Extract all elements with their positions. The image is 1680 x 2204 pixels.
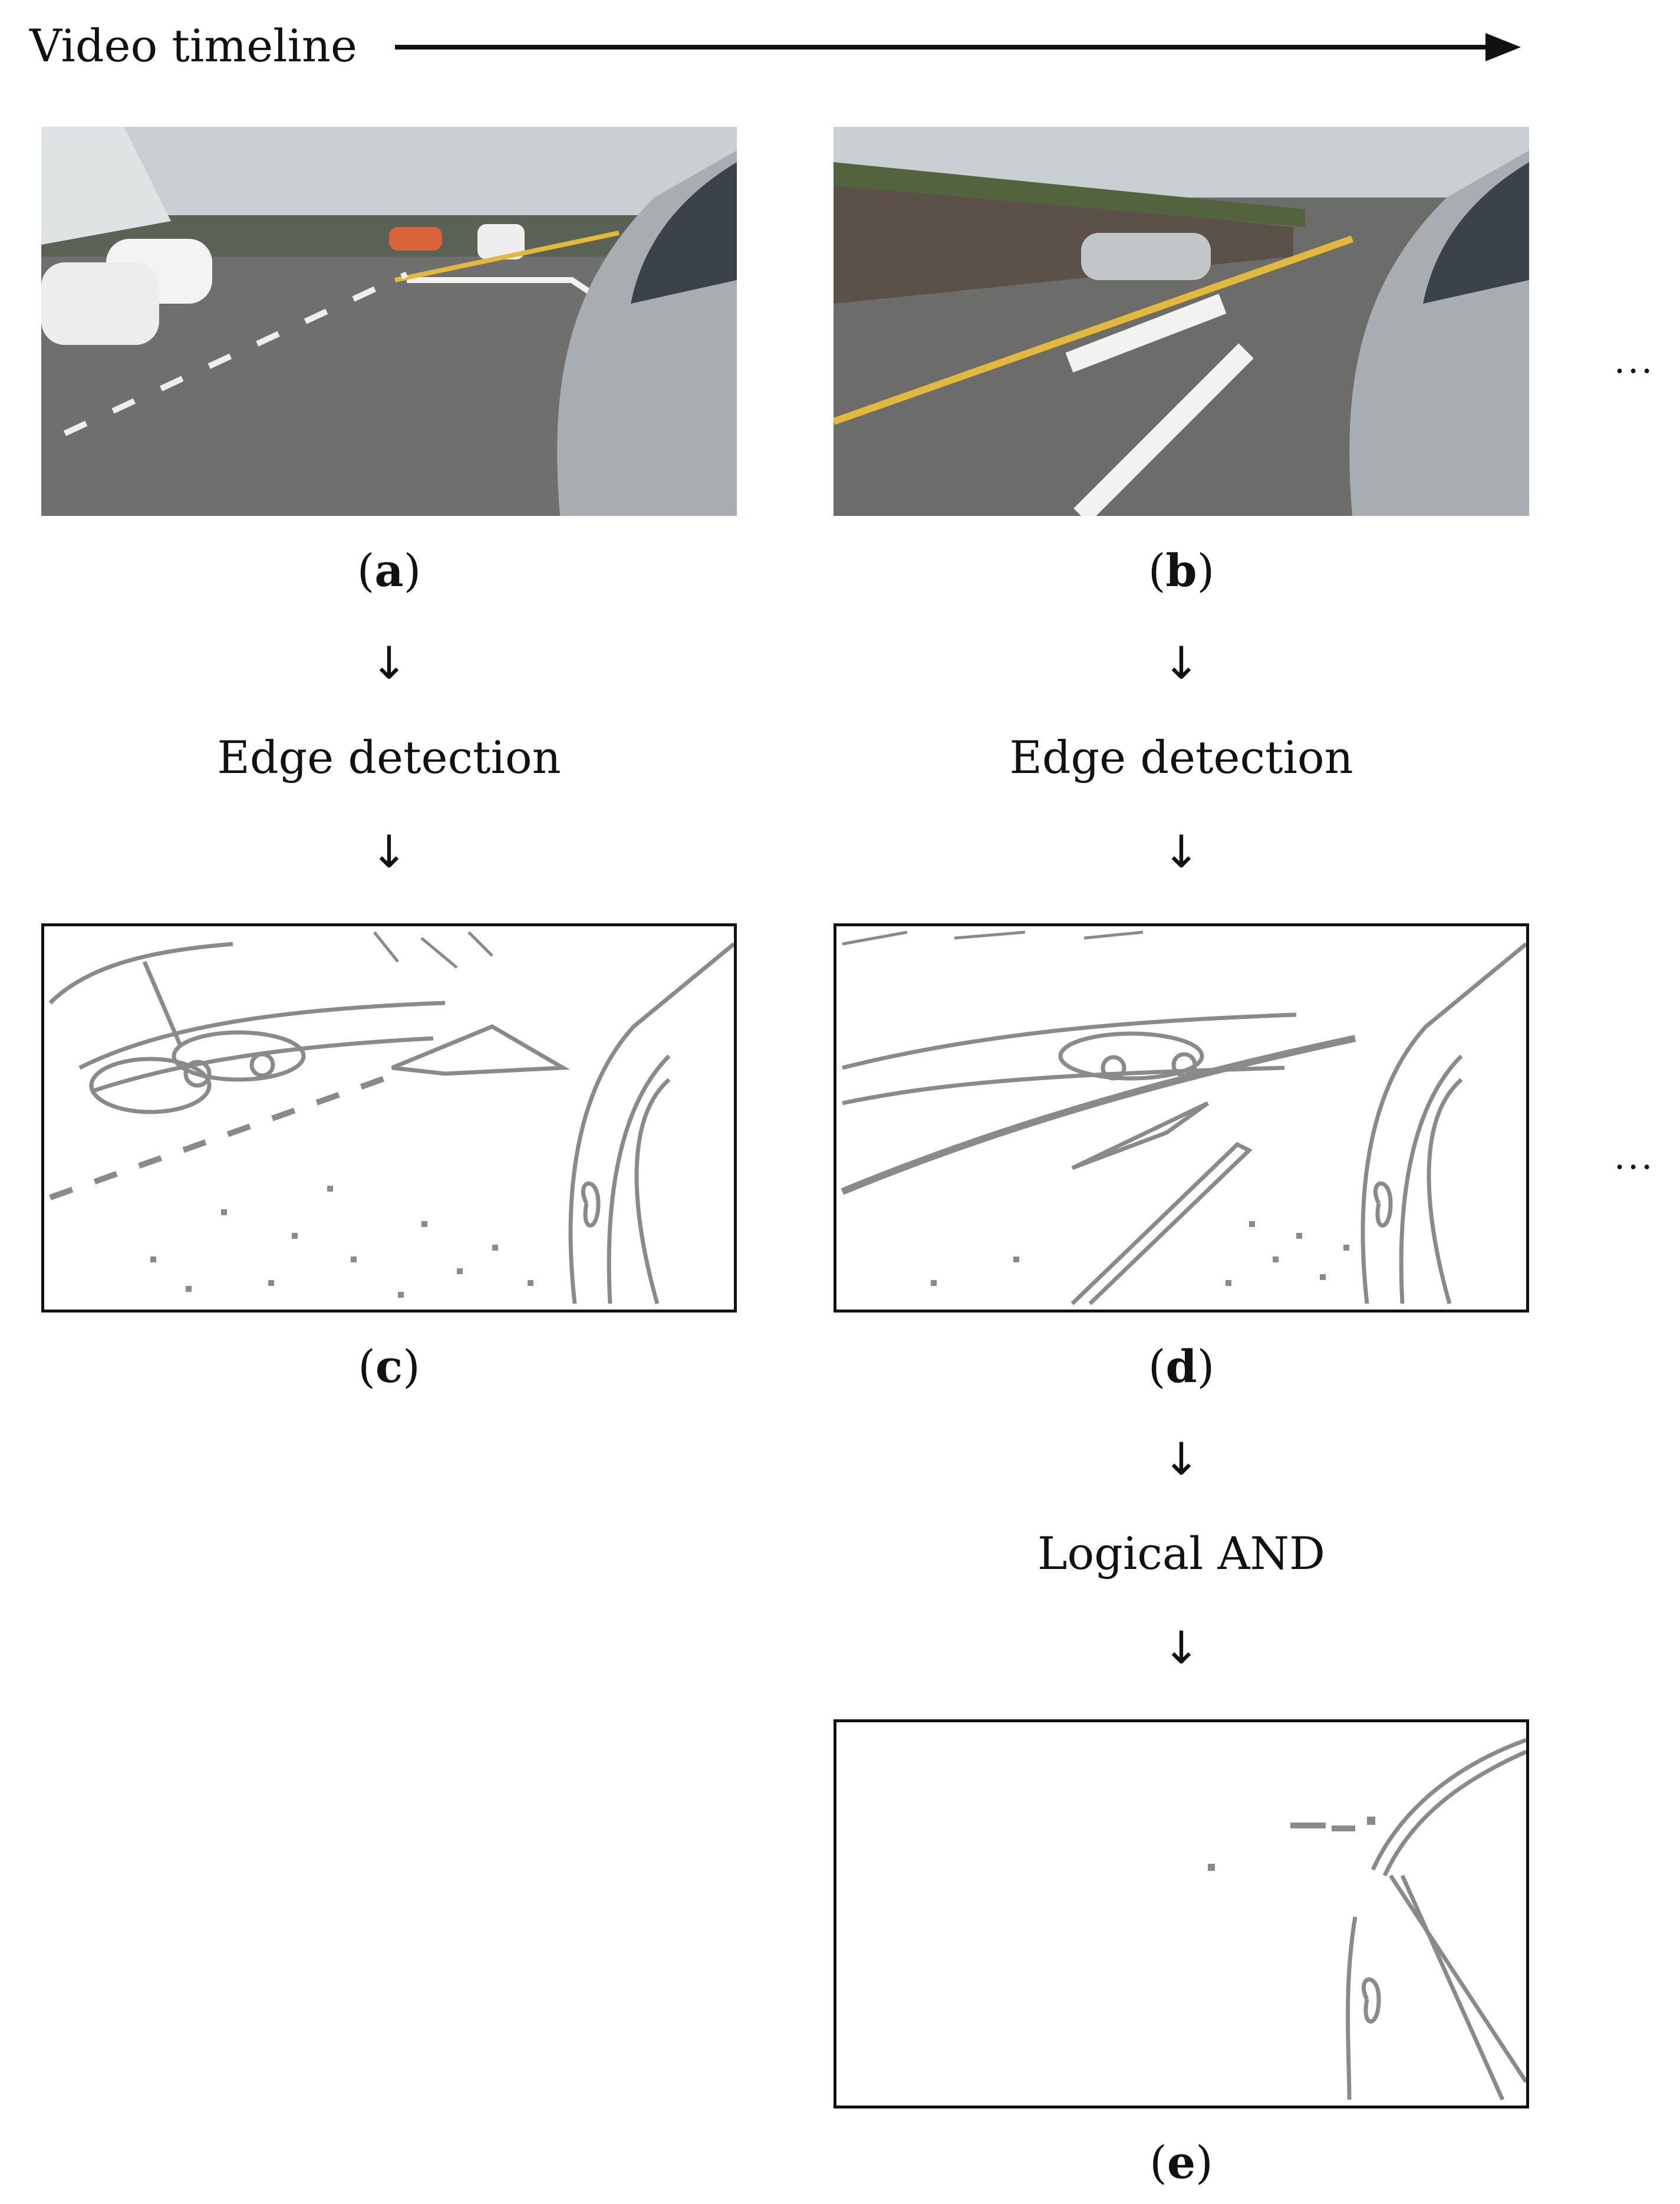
frame-c-edge-map: [41, 923, 737, 1312]
timeline-arrow: [395, 33, 1521, 61]
continuation-ellipsis: ...: [1614, 340, 1655, 381]
edge-detection-label: Edge detection: [217, 731, 561, 784]
down-arrow: ↓: [1162, 637, 1200, 689]
continuation-ellipsis: ...: [1614, 1136, 1655, 1177]
frame-e-and-result: [834, 1719, 1529, 2108]
timeline-label: Video timeline: [29, 19, 357, 72]
frame-b-photo: [834, 127, 1529, 516]
frame-d-edge-map: [834, 923, 1529, 1312]
caption-c: (c): [358, 1340, 420, 1393]
caption-d: (d): [1148, 1340, 1215, 1393]
frame-a-photo: [41, 127, 737, 516]
down-arrow: ↓: [370, 637, 408, 689]
logical-and-label: Logical AND: [1037, 1527, 1325, 1580]
caption-a: (a): [357, 544, 421, 597]
down-arrow: ↓: [1162, 825, 1200, 878]
edge-detection-label: Edge detection: [1009, 731, 1353, 784]
caption-e: (e): [1149, 2136, 1213, 2189]
down-arrow: ↓: [1162, 1621, 1200, 1674]
down-arrow: ↓: [370, 825, 408, 878]
caption-b: (b): [1148, 544, 1215, 597]
down-arrow: ↓: [1162, 1433, 1200, 1485]
